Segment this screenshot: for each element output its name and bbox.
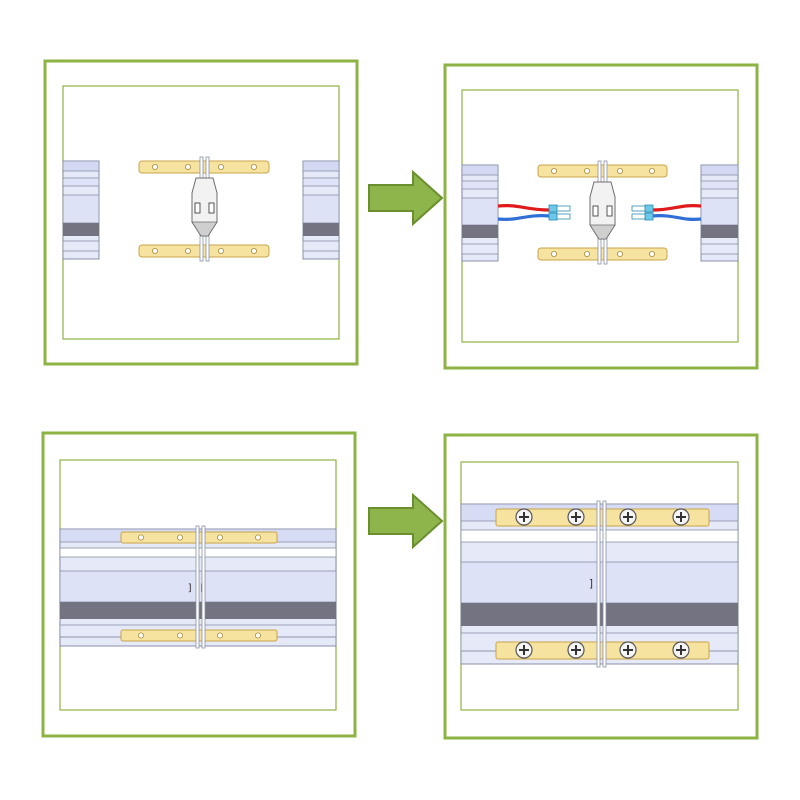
screw-head-icon	[515, 641, 533, 659]
screw-head-icon	[567, 508, 585, 526]
mounting-bracket-icon	[537, 164, 668, 178]
arrow-right-icon	[368, 492, 444, 550]
panel-after-screwing: ] [	[443, 433, 759, 740]
arrow-right-icon	[368, 169, 444, 227]
profile-end-right	[700, 164, 739, 262]
panel-before-screwing: ] [	[41, 431, 357, 738]
mounting-bracket-icon	[495, 641, 710, 660]
profile-end-left	[62, 160, 100, 260]
mounting-bracket-icon	[138, 244, 270, 258]
mounting-bracket-icon	[537, 247, 668, 261]
connector-clip-icon	[191, 156, 218, 262]
connector-clip-icon	[195, 525, 206, 649]
mounting-bracket-icon	[495, 508, 710, 527]
screw-head-icon	[619, 508, 637, 526]
wire-pair-left	[497, 203, 571, 221]
mounting-bracket-icon	[138, 160, 270, 174]
panel-before-wiring	[43, 59, 359, 366]
profile-end-right	[302, 160, 340, 260]
profile-end-left	[461, 164, 499, 262]
screw-head-icon	[672, 508, 690, 526]
panel-after-wiring	[443, 63, 759, 370]
screw-head-icon	[567, 641, 585, 659]
screw-head-icon	[515, 508, 533, 526]
connector-clip-icon	[596, 500, 607, 668]
connector-clip-icon	[589, 160, 616, 265]
wire-pair-right	[631, 203, 702, 221]
screw-head-icon	[672, 641, 690, 659]
screw-head-icon	[619, 641, 637, 659]
